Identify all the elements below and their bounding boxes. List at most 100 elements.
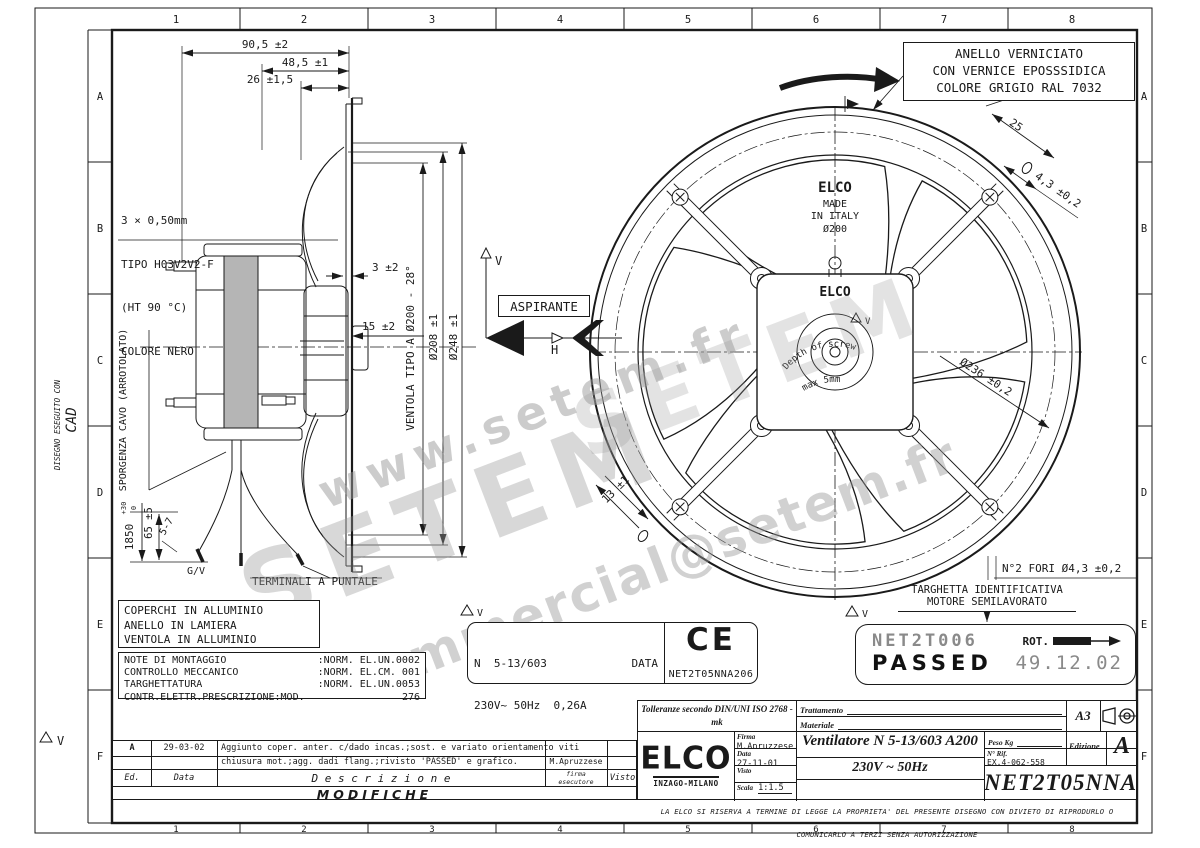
motor-data-box: N 5-13/603 DATA 230V~ 50Hz 0,26A 5/42W 1… bbox=[467, 622, 758, 798]
dim-depth-26: 26 ±1,5 bbox=[247, 73, 293, 86]
col-label: 8 bbox=[1069, 825, 1074, 835]
elco-logo: ELCO bbox=[640, 740, 732, 777]
mod-signature: M.Apruzzese bbox=[549, 757, 603, 766]
datum-v-databox: V bbox=[460, 604, 483, 619]
col-label: 4 bbox=[557, 14, 563, 26]
col-label: 1 bbox=[173, 14, 179, 26]
data-model: N 5-13/603 bbox=[474, 656, 547, 670]
note-key: NOTE DI MONTAGGIO bbox=[124, 655, 227, 666]
dim-plate-thickness: 3 ±2 bbox=[372, 261, 399, 274]
edition-value: A bbox=[1114, 733, 1131, 759]
firma-value: M.Apruzzese bbox=[737, 742, 793, 748]
cable-spec-note: 3 × 0,50mm TIPO H03V2V2-F (HT 90 °C) COL… bbox=[116, 182, 219, 377]
weight-field: Peso Kg bbox=[984, 731, 1066, 748]
first-angle-projection-icon bbox=[1102, 707, 1136, 725]
fan-italy-label: IN ITALY bbox=[811, 211, 859, 222]
rotation-direction-icon bbox=[1053, 634, 1121, 646]
side-view bbox=[140, 97, 478, 573]
projection-symbols bbox=[1100, 701, 1138, 731]
frame-row-labels: A B C D E F A B C D E F bbox=[97, 91, 1148, 763]
mod-date-header: Data bbox=[173, 773, 195, 783]
reference-label: N° Rif. bbox=[987, 750, 1008, 758]
note-line: VENTOLA IN ALLUMINIO bbox=[124, 633, 257, 647]
scale-label: Scala bbox=[737, 784, 753, 792]
datum-label: V bbox=[57, 734, 64, 748]
front-view: ELCO MADE IN ITALY Ø200 ELCO Depth of sc… bbox=[589, 67, 1082, 600]
airflow-axis: V H bbox=[480, 246, 622, 357]
cable-projection-note: SPORGENZA CAVO (ARROTOLATO) bbox=[118, 329, 129, 492]
date-label: Data bbox=[737, 750, 751, 758]
data-label: DATA bbox=[631, 656, 659, 670]
ring-hole bbox=[1021, 162, 1033, 174]
rotation-arrow bbox=[778, 73, 885, 91]
note-line: MOTORE SEMILAVORATO bbox=[926, 596, 1048, 609]
note-row: CONTROLLO MECCANICO :NORM. EL.CM. 001 bbox=[124, 667, 420, 679]
note-line: COLORE GRIGIO RAL 7032 bbox=[936, 79, 1102, 95]
col-label: 8 bbox=[1069, 14, 1075, 26]
sheet-size: A3 bbox=[1066, 701, 1100, 731]
row-label: C bbox=[97, 355, 103, 367]
datum-label: V bbox=[862, 609, 868, 620]
datum-v-bottom-left: V bbox=[39, 731, 64, 748]
nameplate-rotation: ROT. bbox=[1023, 633, 1124, 649]
drawing-code: NET2T05NNA206 bbox=[984, 765, 1138, 801]
datum-label: V bbox=[477, 608, 483, 619]
note-val: 276 bbox=[401, 691, 420, 703]
firma-label: Firma bbox=[737, 733, 756, 741]
title-line-2: 230V ~ 50Hz bbox=[852, 760, 928, 775]
datum-v-hub: V bbox=[850, 311, 871, 327]
cad-note-word: CAD bbox=[64, 407, 80, 432]
row-label: A bbox=[1141, 91, 1148, 103]
reference-field: N° Rif. EX.4-062-558 bbox=[984, 748, 1066, 765]
terminals-label: TERMINALI A PUNTALE bbox=[252, 575, 378, 588]
note-row: TARGHETTATURA :NORM. EL.UN.0053 bbox=[124, 679, 420, 691]
row-label: B bbox=[1141, 223, 1147, 235]
dim-13: 13 ±1 bbox=[599, 473, 632, 506]
edition-label: Edizione bbox=[1069, 741, 1100, 751]
mod-firma-header-l1: firma bbox=[566, 770, 586, 778]
nameplate-note: TARGHETTA IDENTIFICATIVA MOTORE SEMILAVO… bbox=[898, 584, 1076, 612]
row-label: E bbox=[1141, 619, 1147, 631]
col-label: 3 bbox=[429, 14, 435, 26]
scale-value: 1:1.5 bbox=[758, 783, 793, 794]
fan-brand-logo: ELCO bbox=[818, 180, 852, 196]
note-line: TARGHETTA IDENTIFICATIVA bbox=[911, 584, 1063, 596]
tolerance-line: per quote senza indicazione di tolleranz… bbox=[638, 729, 796, 731]
data-voltage: 230V~ 50Hz 0,26A bbox=[474, 699, 587, 713]
note-line: 3 × 0,50mm bbox=[121, 214, 188, 228]
note-line: ANELLO VERNICIATO bbox=[955, 46, 1083, 61]
mod-firma-header-l2: esecutore bbox=[558, 778, 594, 786]
fan-dia-label: Ø200 bbox=[823, 223, 847, 235]
col-label: 6 bbox=[813, 14, 819, 26]
treatment-field: Trattamento bbox=[796, 701, 1066, 716]
title-line-1: Ventilatore N 5-13/603 A200 bbox=[802, 733, 978, 749]
axis-h-label: H bbox=[551, 343, 558, 357]
approved-field: Visto bbox=[734, 765, 796, 782]
row-label: C bbox=[1141, 355, 1147, 367]
dim-dia-208: Ø208 ±1 bbox=[427, 314, 440, 360]
dim-hub-protrusion: 15 ±2 bbox=[362, 320, 395, 333]
dim-cable-length: 1850 bbox=[123, 524, 136, 551]
date-field: Data 27-11-01 bbox=[734, 748, 796, 765]
side-view-dimensions: 90,5 ±2 48,5 ±1 26 ±1,5 3 ±2 15 ±2 VENTO… bbox=[118, 38, 467, 588]
note-line: CON VERNICE EPOSSSIDICA bbox=[932, 62, 1106, 78]
modifications-title: MODIFICHE bbox=[316, 787, 433, 802]
note-val: :NORM. EL.UN.0002 bbox=[317, 655, 420, 666]
dim-dia-248: Ø248 ±1 bbox=[447, 314, 460, 360]
visto-label: Visto bbox=[737, 767, 752, 775]
cad-note-text: DISEGNO ESEGUITO CON bbox=[53, 379, 62, 471]
dim-fori-note: N°2 FORI Ø4,3 ±0,2 bbox=[1002, 562, 1121, 575]
ring-paint-note-box: ANELLO VERNICIATO CON VERNICE EPOSSSIDIC… bbox=[903, 42, 1135, 101]
note-line: (HT 90 °C) bbox=[121, 301, 188, 315]
col-label: 4 bbox=[557, 825, 562, 835]
nameplate-box: NET2T006 ROT. PASSED 49.12.02 bbox=[855, 624, 1136, 685]
note-row: NOTE DI MONTAGGIO :NORM. EL.UN.0002 bbox=[124, 655, 420, 667]
title-block: Tolleranze secondo DIN/UNI ISO 2768 - mk… bbox=[637, 700, 1138, 801]
tolerance-note: Tolleranze secondo DIN/UNI ISO 2768 - mk… bbox=[638, 701, 796, 731]
row-label: B bbox=[97, 223, 103, 235]
row-label: E bbox=[97, 619, 103, 631]
axis-v-label: V bbox=[495, 254, 502, 268]
hub-brand-logo: ELCO bbox=[819, 285, 850, 300]
